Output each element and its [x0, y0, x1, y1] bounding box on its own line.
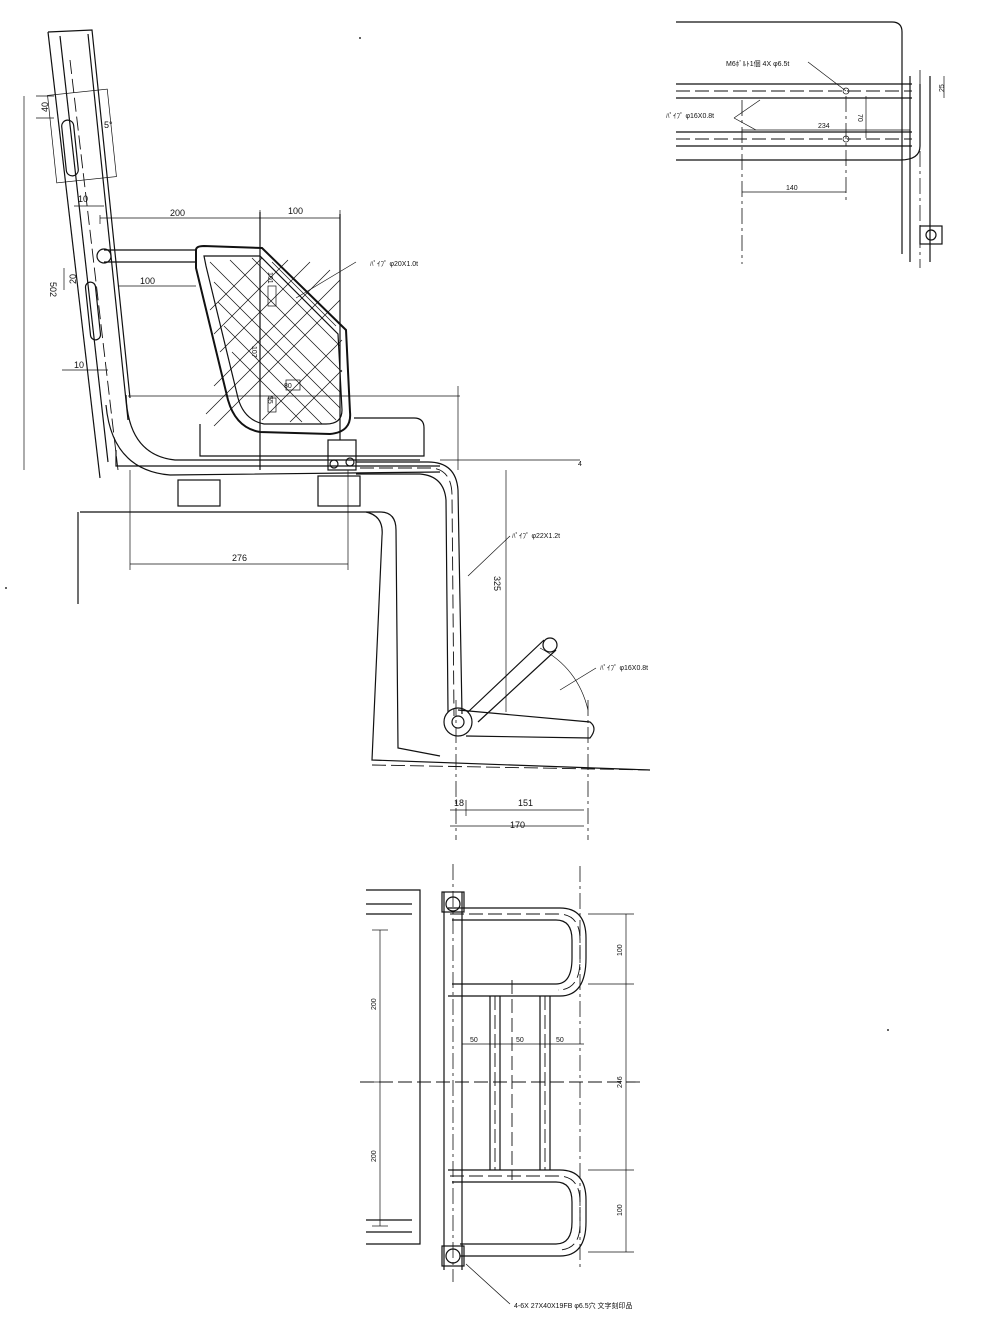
dim-325: 325 [492, 576, 502, 591]
dim-170: 170 [510, 820, 525, 830]
callout-pipe-16: ﾊﾟｲﾌﾟ φ16X0.8t [600, 664, 648, 672]
dim-100-inner: 100 [140, 276, 155, 286]
plan-dim-200-bottom: 200 [371, 1150, 378, 1162]
dim-100-top: 100 [288, 206, 303, 216]
dim-seat-c: 80 [284, 383, 292, 390]
plan-dim-100-top: 100 [617, 944, 624, 956]
dim-234: 234 [818, 123, 830, 130]
dim-151: 151 [518, 798, 533, 808]
plan-dim-246: 246 [617, 1076, 624, 1088]
callout-plate: 4-6X 27X40X19FB φ6.5穴 文字刻印品 [514, 1301, 633, 1310]
main-pipe [356, 461, 651, 840]
dim-200: 200 [170, 208, 185, 218]
plan-dim-50-a: 50 [470, 1037, 478, 1044]
dim-502: 502 [48, 282, 58, 297]
dim-seat-small: 4 [578, 461, 582, 468]
side-dimension-lines [23, 95, 597, 827]
callout-pipe-22: ﾊﾟｲﾌﾟ φ22X1.2t [512, 532, 560, 540]
stray-mark [887, 1029, 889, 1031]
backrest-frame [47, 29, 441, 479]
callout-pipe-20: ﾊﾟｲﾌﾟ φ20X1.0t [370, 260, 418, 268]
dim-10-lower: 10 [74, 360, 84, 370]
seat-shell [104, 212, 352, 470]
plan-dim-50-b: 50 [516, 1037, 524, 1044]
dim-140: 140 [786, 185, 798, 192]
dim-angle-5: 5° [104, 120, 113, 130]
seat-base [77, 417, 440, 604]
top-detail-view: M6ﾎﾞﾙﾄ1個 4X φ6.5t ﾊﾟｲﾌﾟ φ16X0.8t 25 70 2… [666, 21, 946, 268]
dim-20: 20 [68, 274, 78, 284]
dim-40: 40 [40, 102, 50, 112]
dim-seat-d: 55 [266, 396, 273, 404]
plan-view: 100 200 50 50 50 246 200 100 4-6X 27X40X… [360, 864, 640, 1310]
stray-mark [5, 587, 7, 589]
dim-10-upper: 10 [78, 194, 88, 204]
callout-bolt: M6ﾎﾞﾙﾄ1個 4X φ6.5t [726, 59, 789, 68]
dim-seat-b: 107 [250, 346, 257, 358]
side-view-labels: 40 5° 10 200 100 20 100 502 10 101 107 8… [40, 102, 648, 830]
dim-276: 276 [232, 553, 247, 563]
plan-dim-100-bottom: 100 [617, 1204, 624, 1216]
dim-70: 70 [856, 114, 863, 122]
stray-mark [359, 37, 361, 39]
dim-18: 18 [454, 798, 464, 808]
dim-seat-a: 101 [266, 272, 273, 284]
plan-dim-50-c: 50 [556, 1037, 564, 1044]
side-view: 40 5° 10 200 100 20 100 502 10 101 107 8… [23, 29, 651, 840]
dim-25: 25 [939, 84, 946, 92]
plan-dim-200-top: 200 [371, 998, 378, 1010]
callout-pipe-16-detail: ﾊﾟｲﾌﾟ φ16X0.8t [666, 112, 714, 120]
